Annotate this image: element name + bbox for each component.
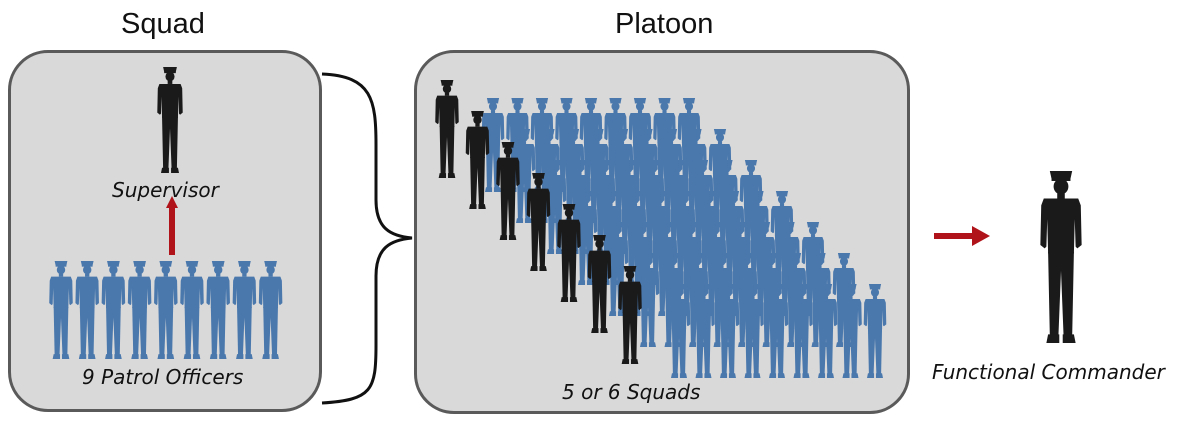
grouping-brace [321, 72, 413, 405]
patrol-officer-icon [101, 261, 126, 359]
patrol-officer-icon [154, 261, 178, 359]
patrol-officer-icon [258, 261, 283, 359]
squads-label: 5 or 6 Squads [562, 380, 701, 404]
command-arrow [934, 226, 990, 246]
patrol-officer-icon [75, 261, 99, 359]
supervisor-label: Supervisor [112, 178, 219, 202]
promotion-arrow [166, 196, 178, 255]
squad-supervisor-icon [435, 80, 459, 178]
platoon-title: Platoon [615, 8, 714, 40]
patrol-officer-icon [232, 261, 257, 359]
patrol-officer-icon [127, 261, 152, 359]
functional-commander-label: Functional Commander [932, 360, 1165, 384]
squad-title: Squad [121, 8, 205, 40]
patrol-officer-icon [206, 261, 230, 359]
supervisor-icon [157, 67, 183, 173]
patrol-officers-group [49, 261, 283, 359]
commander-icon [1040, 171, 1082, 343]
patrol-officers-label: 9 Patrol Officers [82, 365, 244, 389]
patrol-officer-icon [863, 284, 887, 378]
platoon-formation [435, 80, 887, 378]
supervisor-figure [157, 67, 183, 173]
patrol-officer-icon [49, 261, 73, 359]
patrol-officer-icon [180, 261, 204, 359]
functional-commander-figure [1040, 171, 1082, 343]
